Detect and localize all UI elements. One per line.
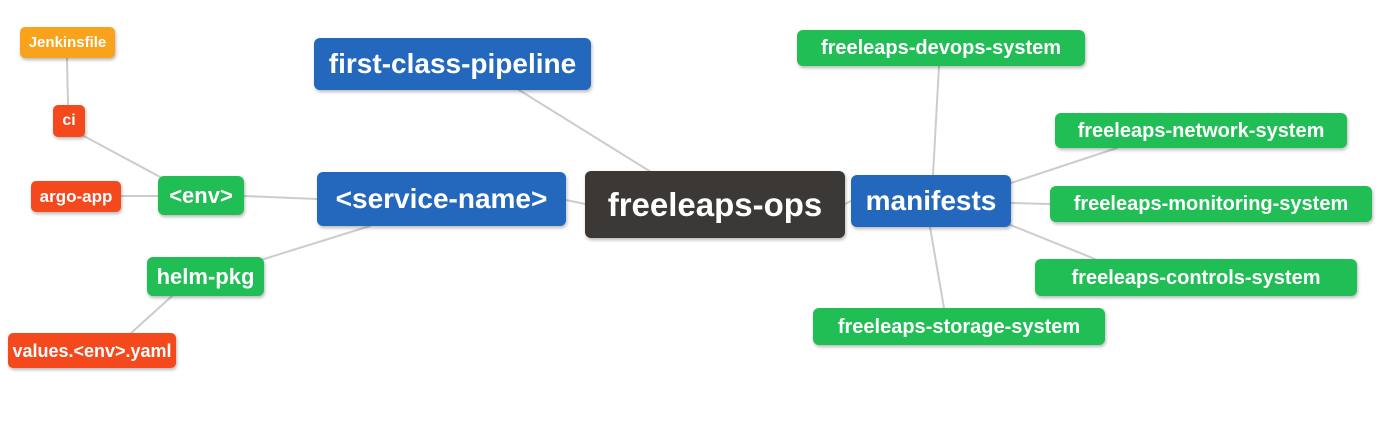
node-manifests[interactable]: manifests	[851, 175, 1011, 227]
edge-env-service-name	[243, 195, 318, 200]
node-freeleaps-storage-system[interactable]: freeleaps-storage-system	[813, 308, 1105, 345]
edge-jenkinsfile-ci	[66, 57, 69, 106]
node-freeleaps-monitoring-system[interactable]: freeleaps-monitoring-system	[1050, 186, 1372, 222]
node-ci[interactable]: ci	[53, 105, 85, 137]
edge-manifests-network	[1010, 147, 1118, 184]
node-freeleaps-network-system[interactable]: freeleaps-network-system	[1055, 113, 1347, 148]
node-freeleaps-controls-system[interactable]: freeleaps-controls-system	[1035, 259, 1357, 296]
node-argo-app[interactable]: argo-app	[31, 181, 121, 212]
edge-manifests-devops	[932, 65, 940, 176]
edge-manifests-controls	[1007, 223, 1096, 260]
node-first-class-pipeline[interactable]: first-class-pipeline	[314, 38, 591, 90]
node-env[interactable]: <env>	[158, 176, 244, 215]
edge-manifests-monitoring	[1010, 202, 1051, 205]
node-values-env-yaml[interactable]: values.<env>.yaml	[8, 333, 176, 368]
edge-manifests-storage	[929, 226, 945, 309]
edge-pipeline-freeleaps-ops	[518, 89, 652, 173]
edge-values-helm-pkg	[129, 295, 173, 335]
edge-freeleaps-ops-manifests	[844, 200, 852, 205]
node-freeleaps-devops-system[interactable]: freeleaps-devops-system	[797, 30, 1085, 66]
edge-ci-env	[81, 134, 163, 179]
edge-service-name-freeleaps-ops	[565, 199, 586, 205]
node-jenkinsfile[interactable]: Jenkinsfile	[20, 27, 115, 58]
node-freeleaps-ops[interactable]: freeleaps-ops	[585, 171, 845, 238]
edge-helm-pkg-service-name	[263, 225, 371, 260]
node-helm-pkg[interactable]: helm-pkg	[147, 257, 264, 296]
node-service-name[interactable]: <service-name>	[317, 172, 566, 226]
